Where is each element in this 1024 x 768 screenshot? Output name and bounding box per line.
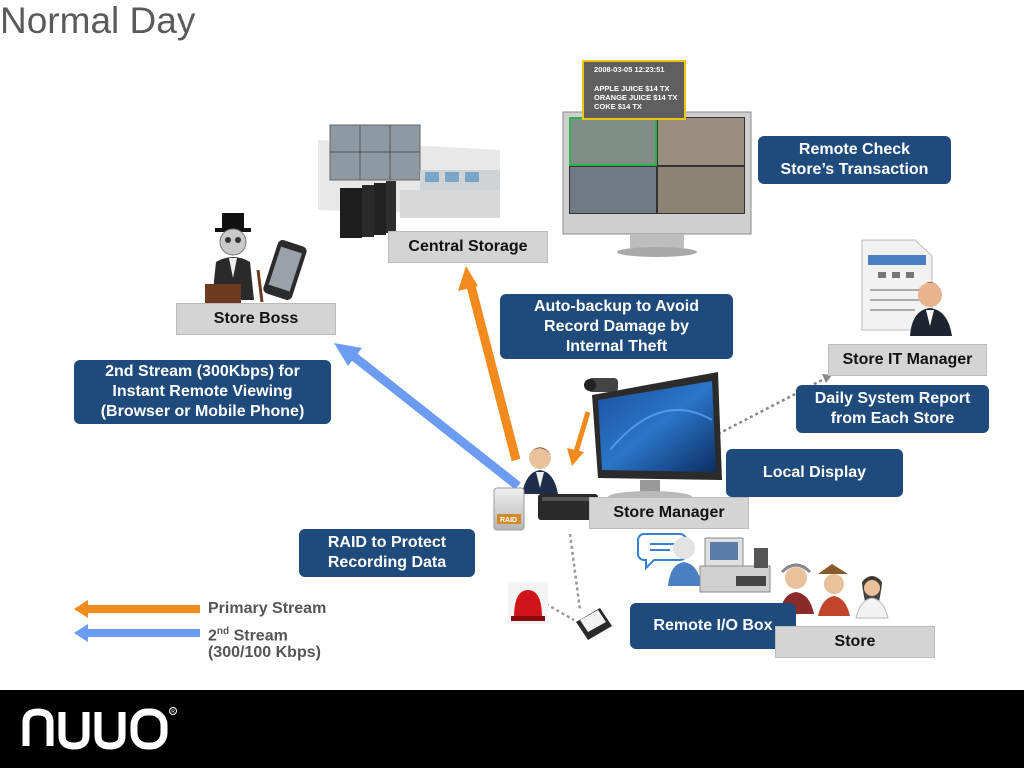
page-title: Normal Day [0, 0, 196, 41]
receipt-line: ORANGE JUICE $14 TX [594, 93, 677, 102]
alarm-dotted-line [545, 602, 575, 622]
svg-text:R: R [171, 709, 175, 715]
mobile-phone-icon [263, 240, 307, 300]
nuuo-logo: R [22, 707, 177, 750]
raid-badge: RAID [500, 517, 517, 524]
second-stream-callout: 2nd Stream (300Kbps) for Instant Remote … [74, 360, 331, 424]
receipt-line: COKE $14 TX [594, 102, 642, 111]
auto-backup-callout: Auto-backup to Avoid Record Damage by In… [500, 294, 733, 359]
store-label: Store [775, 626, 935, 658]
local-primary-arrow [573, 411, 591, 453]
legend-second-detail: (300/100 Kbps) [208, 644, 321, 661]
store-manager-figure [522, 447, 558, 494]
central-storage-label: Central Storage [388, 231, 548, 263]
raid-drive-icon: RAID [493, 487, 525, 531]
remote-io-callout: Remote I/O Box [630, 603, 796, 649]
camera-icon [584, 378, 618, 392]
io-box-icon [576, 608, 612, 640]
legend-second-text: 2nd Stream [208, 622, 288, 646]
daily-report-callout: Daily System Report from Each Store [796, 385, 989, 433]
customers-figures [780, 563, 889, 619]
store-it-manager-label: Store IT Manager [828, 344, 987, 376]
speech-bubble-icon [637, 533, 687, 571]
storage-server-icon [340, 181, 396, 238]
local-primary-arrowhead [567, 448, 584, 466]
legend-second-sup: nd [216, 626, 230, 637]
legend-primary-text: Primary Stream [208, 600, 327, 617]
receipt-overlay: 2008-03-05 12:23:51 APPLE JUICE $14 TX O… [582, 60, 686, 120]
legend-second-suffix: Stream [229, 627, 288, 645]
second-stream-legend-arrow [74, 624, 200, 642]
local-display-monitor-icon [592, 372, 722, 503]
raid-callout: RAID to Protect Recording Data [299, 529, 475, 577]
primary-stream-legend-arrow [74, 600, 200, 618]
alarm-light-icon [508, 582, 548, 624]
control-room-illustration [318, 124, 500, 238]
second-stream-arrowhead [334, 343, 362, 366]
io-dotted-line [568, 533, 582, 611]
primary-stream-arrowhead [458, 266, 478, 291]
store-boss-figure [205, 213, 264, 304]
remote-check-callout: Remote Check Store’s Transaction [758, 136, 951, 184]
receipt-line: APPLE JUICE $14 TX [594, 84, 669, 93]
cashier-figure [668, 537, 702, 586]
store-manager-label: Store Manager [589, 497, 749, 529]
cash-register-icon [699, 537, 771, 593]
footer-bar [0, 690, 1024, 768]
store-boss-label: Store Boss [176, 303, 336, 335]
diagram-canvas: 2008-03-05 12:23:51 APPLE JUICE $14 TX O… [205, 60, 952, 640]
it-manager-figure [910, 282, 952, 336]
second-stream-arrow [349, 351, 521, 490]
primary-stream-arrow [465, 280, 521, 462]
local-display-callout: Local Display [726, 449, 903, 497]
legend-second-prefix: 2 [208, 627, 217, 645]
receipt-timestamp: 2008-03-05 12:23:51 [594, 65, 664, 74]
legend-arrows [74, 600, 200, 642]
nvr-recorder-icon [538, 494, 598, 520]
remote-monitor-icon [562, 111, 752, 257]
report-dotted-line [717, 376, 827, 436]
